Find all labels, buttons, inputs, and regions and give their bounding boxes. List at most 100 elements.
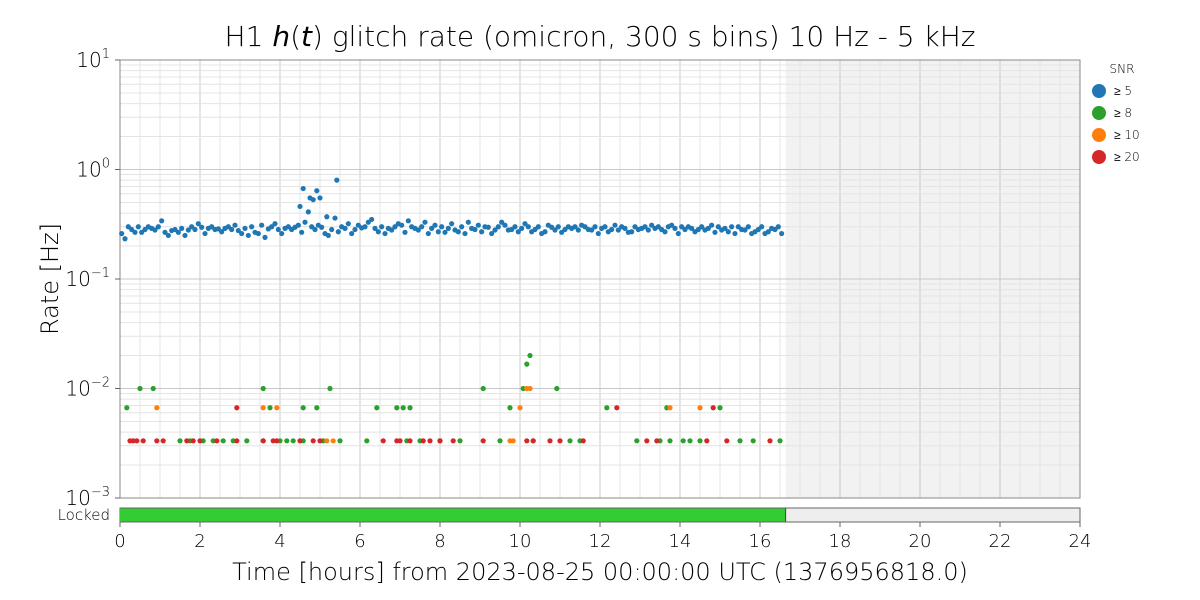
data-point (765, 229, 771, 235)
data-point (119, 230, 125, 237)
x-tick-label: 18 (829, 531, 852, 552)
data-point (457, 438, 463, 444)
data-point (557, 438, 563, 444)
data-point (767, 438, 773, 444)
legend-title: SNR (1109, 62, 1135, 76)
data-point (324, 438, 330, 444)
data-point (449, 221, 455, 227)
data-point (697, 405, 703, 411)
data-point (150, 385, 156, 392)
data-point (380, 438, 386, 444)
title-prefix: H1 (224, 20, 273, 53)
x-tick-label: 8 (434, 531, 445, 552)
data-point (515, 229, 521, 235)
data-point (219, 229, 225, 235)
data-point (214, 438, 220, 444)
x-tick-label: 10 (509, 531, 532, 552)
data-point (589, 227, 595, 233)
data-point (399, 222, 405, 228)
data-point (160, 438, 166, 444)
data-point (245, 232, 251, 239)
data-point (779, 230, 785, 237)
x-tick-label: 12 (589, 531, 612, 552)
data-point (275, 226, 281, 233)
data-point (422, 219, 428, 225)
data-point (472, 226, 478, 233)
x-tick-label: 2 (194, 531, 205, 552)
data-point (609, 226, 615, 233)
data-point (705, 225, 711, 231)
title-paren-open: ( (290, 20, 301, 53)
x-tick-label: 24 (1069, 531, 1092, 552)
data-point (552, 227, 558, 233)
data-point (330, 438, 336, 444)
legend: SNR ≥ 5≥ 8≥ 10≥ 20 (1092, 62, 1192, 168)
data-point (612, 222, 618, 228)
y-tick-label: 10−1 (65, 266, 110, 291)
data-point (519, 225, 525, 231)
data-point (394, 405, 400, 411)
data-point (495, 224, 501, 230)
data-point (325, 232, 331, 239)
x-tick-label: 22 (989, 531, 1012, 552)
data-point (267, 405, 273, 411)
data-point (199, 224, 205, 230)
data-point (324, 214, 330, 220)
data-point (750, 438, 756, 444)
data-point (375, 229, 381, 235)
data-point (542, 229, 548, 235)
data-point (364, 438, 370, 444)
data-point (259, 222, 265, 228)
data-point (369, 216, 375, 223)
data-point (497, 438, 503, 444)
data-point (272, 221, 278, 227)
title-italic-t: t (301, 20, 312, 53)
data-point (124, 405, 130, 411)
data-point (479, 229, 485, 235)
data-point (634, 438, 640, 444)
x-tick-label: 14 (669, 531, 692, 552)
data-point (554, 385, 560, 392)
data-point (680, 438, 686, 444)
data-point (662, 229, 668, 235)
data-point (260, 438, 266, 444)
data-point (407, 405, 413, 411)
data-point (439, 224, 445, 230)
data-point (137, 385, 143, 392)
data-point (297, 438, 303, 444)
data-point (284, 438, 290, 444)
data-point (520, 385, 526, 392)
series-0 (119, 177, 785, 242)
data-point (709, 222, 715, 228)
data-point (432, 222, 438, 228)
data-point (299, 229, 305, 235)
data-point (535, 224, 541, 230)
data-point (602, 224, 608, 230)
data-point (530, 438, 536, 444)
data-point (407, 438, 413, 444)
data-point (379, 224, 385, 230)
data-point (715, 224, 721, 230)
data-point (710, 405, 716, 411)
data-point (592, 224, 598, 230)
data-point (122, 236, 128, 242)
data-point (465, 219, 471, 225)
data-point (314, 405, 320, 411)
data-point (524, 438, 530, 444)
data-point (622, 225, 628, 231)
data-point (269, 224, 275, 230)
legend-label: ≥ 8 (1114, 106, 1133, 120)
x-tick-label: 4 (274, 531, 285, 552)
legend-swatch (1092, 150, 1106, 164)
data-point (415, 227, 421, 233)
data-point (445, 225, 451, 231)
data-point (382, 230, 388, 237)
data-point (512, 224, 518, 230)
data-point (305, 209, 311, 215)
data-point (300, 405, 306, 411)
data-point (332, 215, 338, 221)
data-point (527, 352, 533, 359)
